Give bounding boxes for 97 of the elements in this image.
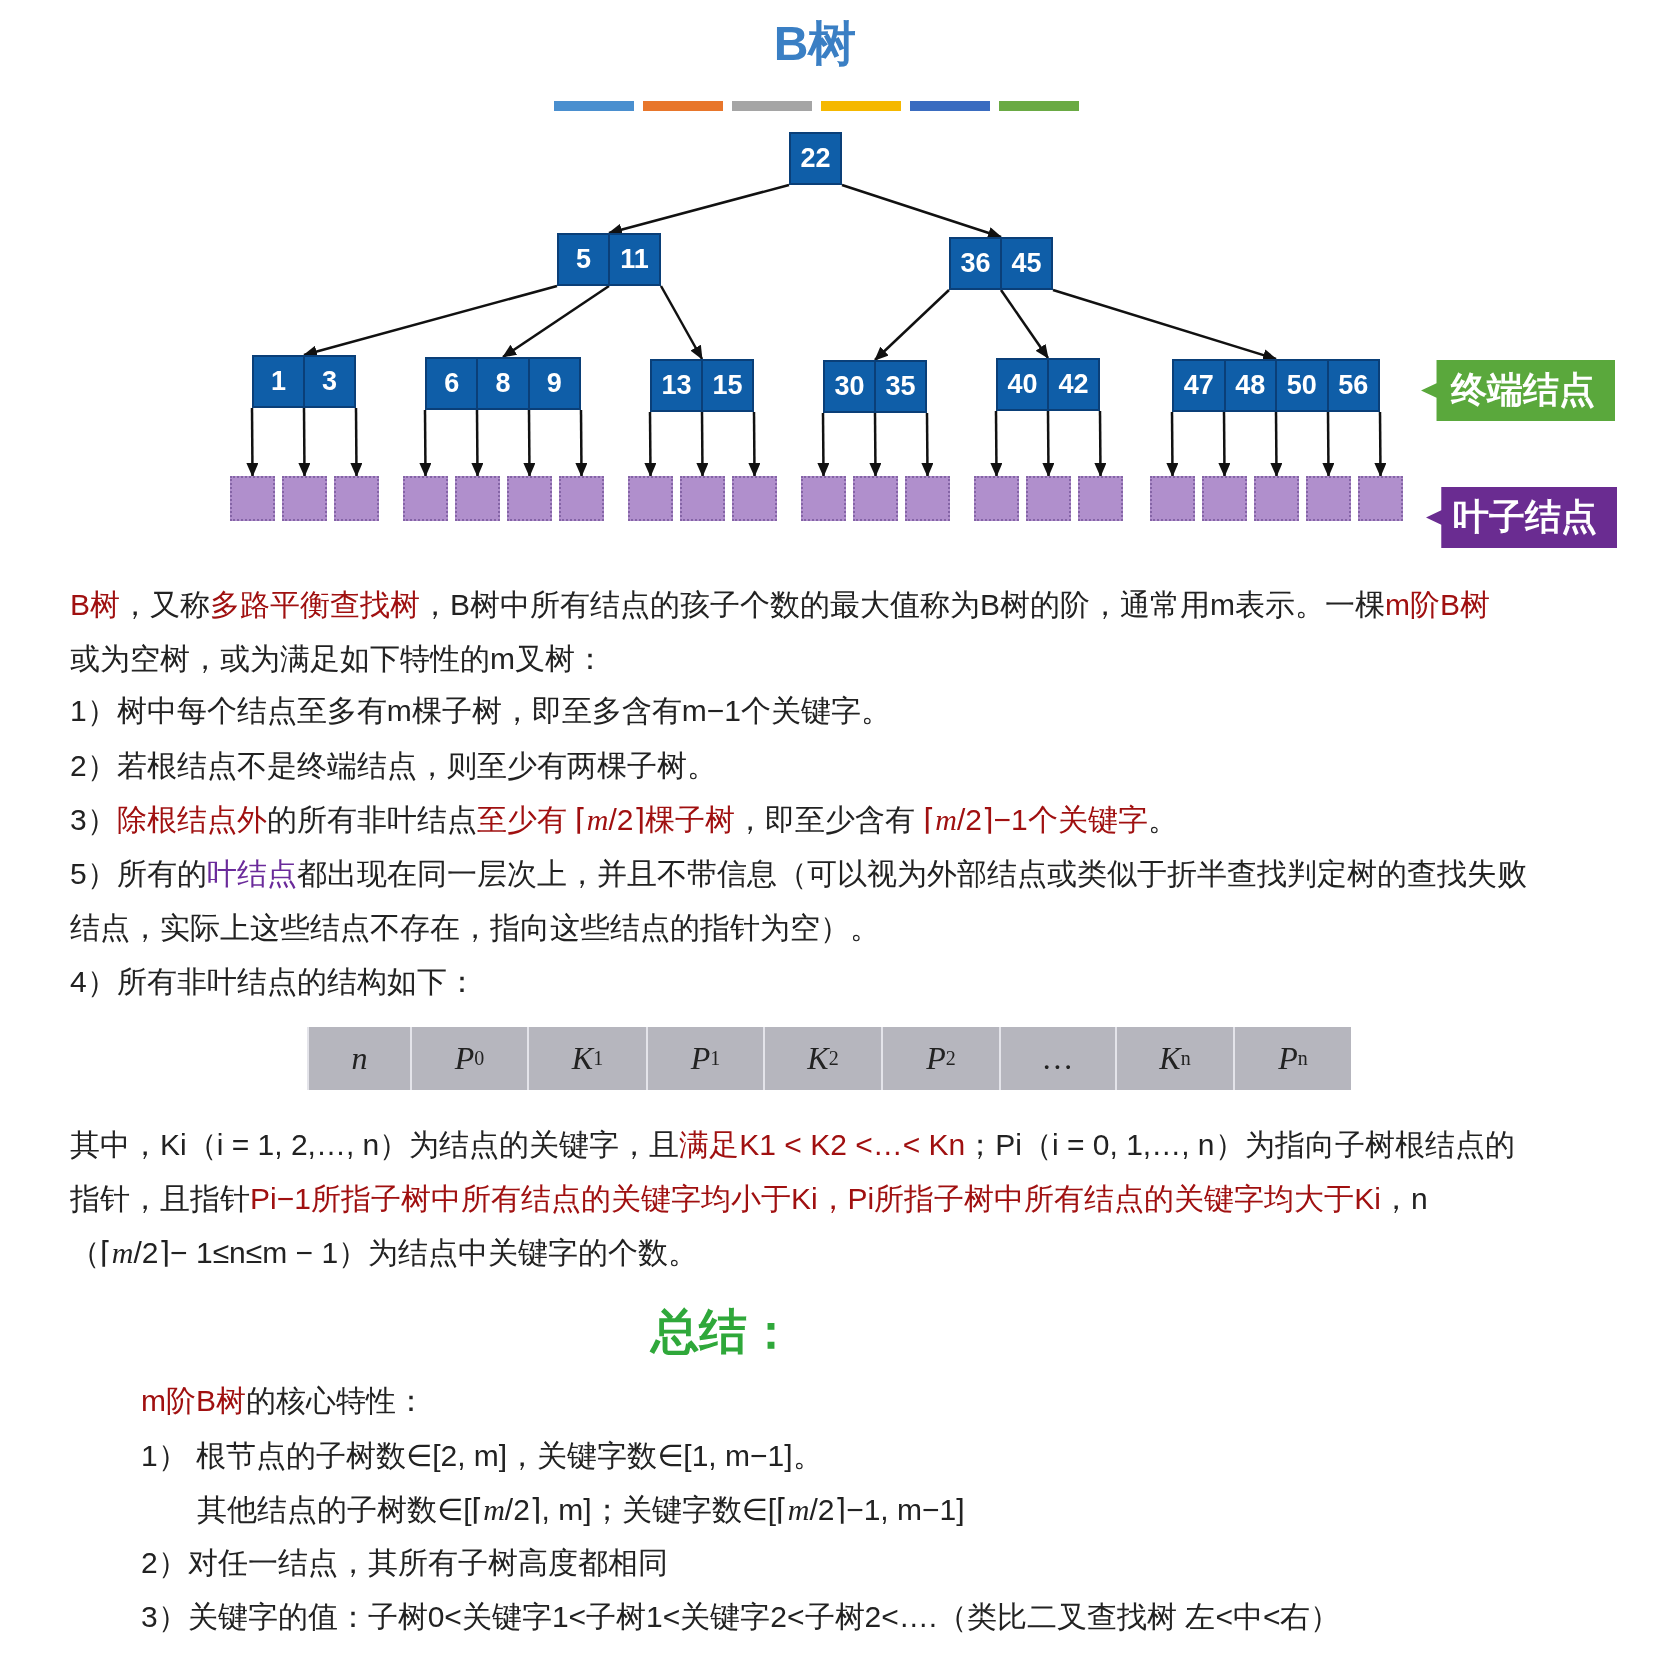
key-value: 36	[959, 247, 992, 280]
callout-tag: 叶子结点	[1426, 487, 1617, 548]
key-value: 13	[660, 369, 693, 402]
arrow	[1374, 412, 1387, 477]
btree-node	[823, 360, 927, 413]
leaf-box	[455, 476, 500, 521]
paragraph: B树，又称多路平衡查找树，B树中所有结点的孩子个数的最大值称为B树的阶，通常用m表示。一棵m阶B树或为空树，或为满足如下特性的m叉树：	[70, 587, 1492, 677]
btree-node	[1172, 359, 1380, 412]
leaf-box	[801, 476, 846, 521]
key-value: 8	[476, 359, 528, 408]
arrow	[419, 410, 432, 477]
table-cell: …	[999, 1027, 1115, 1090]
key-value: 50	[1275, 361, 1327, 410]
arrow	[874, 289, 950, 361]
key-value: 3	[303, 357, 354, 406]
arrow	[1270, 412, 1283, 477]
leaf-box	[905, 476, 950, 521]
paragraph: 其他结点的子树数∈[⌈m/2⌉, m]；关键字数∈[⌈m/2⌉−1, m−1]	[197, 1492, 966, 1528]
paragraph: 5）所有的叶结点都出现在同一层次上，并且不带信息（可以视为外部结点或类似于折半查找判定树的查找失败结点，实际上这些结点不存在，指向这些结点的指针为空）。	[70, 856, 1528, 946]
key-value: 35	[874, 362, 925, 411]
arrow	[298, 408, 311, 477]
btree-node	[789, 132, 842, 185]
key-value: 47	[1182, 369, 1215, 402]
arrow	[1218, 412, 1231, 477]
key-value: 42	[1047, 360, 1098, 409]
arrow	[1042, 411, 1055, 477]
table-cell: n	[307, 1027, 410, 1090]
paragraph: 1）树中每个结点至多有m棵子树，即至多含有m−1个关键字。	[70, 693, 892, 729]
arrow	[659, 285, 704, 360]
leaf-box	[1078, 476, 1123, 521]
leaf-box	[507, 476, 552, 521]
paragraph: 1） 根节点的子树数∈[2, m]，关键字数∈[1, m−1]。	[141, 1438, 824, 1474]
leaf-box	[1254, 476, 1299, 521]
paragraph: 3）除根结点外的所有非叶结点至少有 ⌈m/2⌉棵子树，即至少含有 ⌈m/2⌉−1个关键字。	[70, 802, 1179, 838]
arrow	[921, 413, 934, 477]
leaf-box	[559, 476, 604, 521]
arrow	[303, 284, 558, 358]
btree-node	[949, 237, 1053, 290]
arrow	[990, 411, 1003, 477]
leaf-box	[334, 476, 379, 521]
arrow	[644, 412, 657, 477]
leaf-box	[1150, 476, 1195, 521]
leaf-box	[403, 476, 448, 521]
arrow	[1166, 412, 1179, 477]
key-value: 15	[701, 361, 752, 410]
arrow	[1094, 411, 1107, 477]
key-value: 48	[1223, 361, 1275, 410]
heading: 总结：	[648, 1304, 796, 1360]
leaf-box	[853, 476, 898, 521]
arrow	[502, 284, 610, 359]
leaf-box	[230, 476, 275, 521]
arrow	[350, 408, 363, 477]
arrow	[817, 413, 830, 477]
paragraph: 2）若根结点不是终端结点，则至少有两棵子树。	[70, 748, 718, 784]
paragraph: m阶B树的核心特性：	[141, 1383, 427, 1419]
btree-node	[996, 358, 1100, 411]
leaf-box	[282, 476, 327, 521]
key-value: 1	[270, 365, 287, 398]
title: B树	[772, 16, 858, 72]
arrow	[841, 183, 1002, 239]
leaf-box	[1026, 476, 1071, 521]
paragraph: 2）对任一结点，其所有子树高度都相同	[141, 1545, 669, 1581]
key-value: 5	[575, 243, 592, 276]
paragraph: 其中，Ki（i = 1, 2,…, n）为结点的关键字，且满足K1 < K2 <…< Kn；Pi（i = 0, 1,…, n）为指向子树根结点的指针，且指针Pi−1所指子树中所有结点的关键字均小于Ki，Pi所指子树中所有结点的关键字均大于Ki，n （⌈m/2⌉− 1≤n≤m − 1）为结点中关键字的个数。	[70, 1127, 1516, 1271]
leaf-box	[974, 476, 1019, 521]
leaf-box	[680, 476, 725, 521]
leaf-box	[1306, 476, 1351, 521]
arrow	[246, 408, 259, 477]
arrow	[608, 183, 790, 236]
key-value: 45	[1000, 239, 1051, 288]
key-value: 6	[443, 367, 461, 400]
arrow	[748, 412, 761, 477]
leaf-box	[1202, 476, 1247, 521]
arrow	[471, 410, 484, 477]
key-value: 30	[833, 370, 866, 403]
leaf-box	[732, 476, 777, 521]
leaf-box	[628, 476, 673, 521]
paragraph: 4）所有非叶结点的结构如下：	[70, 964, 478, 1000]
btree-node	[557, 233, 661, 286]
key-value: 9	[527, 359, 579, 408]
leaf-box	[1358, 476, 1403, 521]
key-value: 11	[608, 235, 659, 284]
arrow	[696, 412, 709, 477]
arrow	[1052, 288, 1277, 361]
paragraph: 3）关键字的值：子树0<关键字1<子树1<关键字2<子树2<….（类比二叉查找树 左<中<右）	[141, 1599, 1342, 1635]
arrow	[999, 289, 1050, 359]
arrow	[575, 410, 588, 477]
btree-node	[650, 359, 754, 412]
btree-node	[252, 355, 356, 408]
callout-tag: 终端结点	[1421, 360, 1615, 421]
key-value: 56	[1326, 361, 1378, 410]
arrow	[869, 413, 882, 477]
key-value: 40	[1006, 368, 1039, 401]
btree-node	[425, 357, 581, 410]
key-value: 22	[799, 142, 832, 175]
arrow	[1322, 412, 1335, 477]
arrow	[523, 410, 536, 477]
